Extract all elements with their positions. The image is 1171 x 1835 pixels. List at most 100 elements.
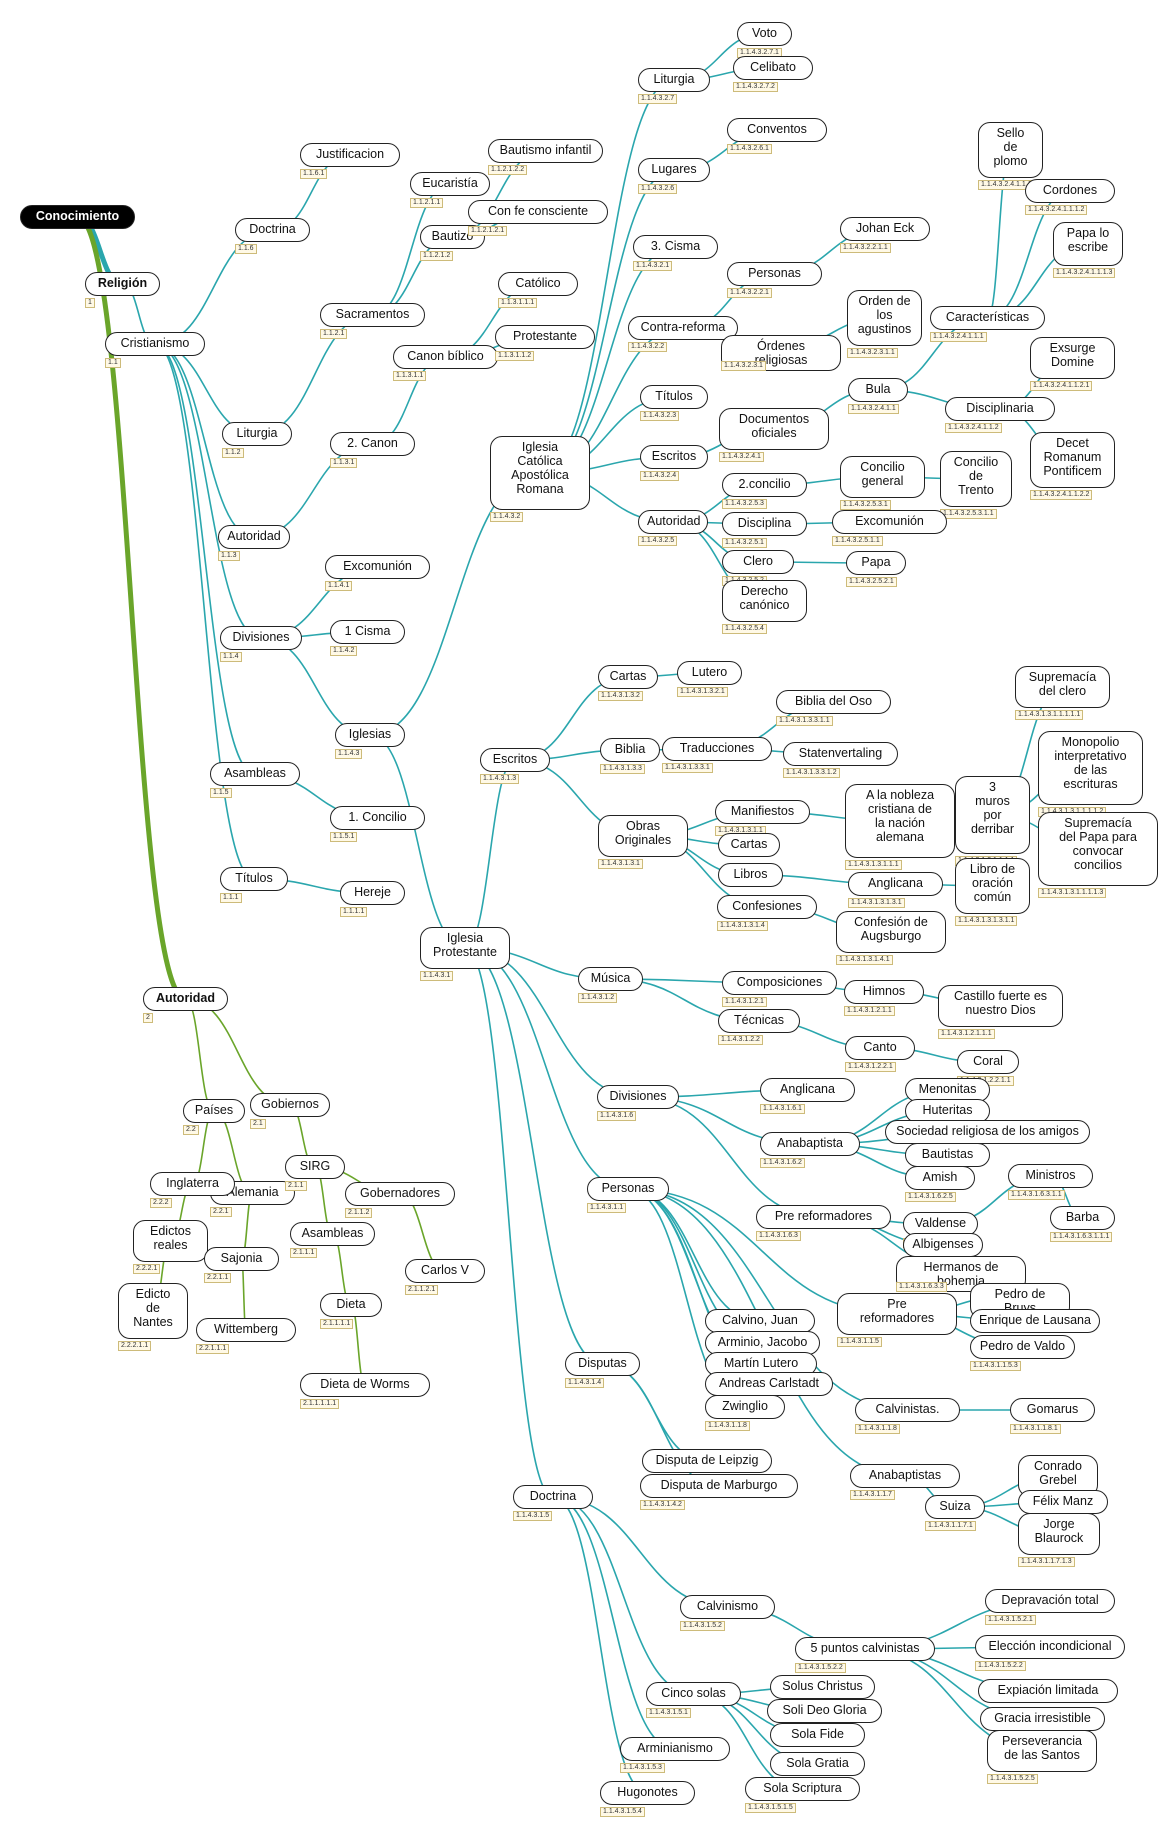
topic-node-rel[interactable]: Religión bbox=[85, 272, 160, 296]
topic-node-lit2[interactable]: Liturgia bbox=[638, 68, 710, 92]
topic-node-cord[interactable]: Cordones bbox=[1025, 179, 1115, 203]
topic-node-cart2[interactable]: Cartas bbox=[718, 833, 780, 857]
topic-node-pais[interactable]: Países bbox=[183, 1099, 245, 1123]
topic-node-div1[interactable]: Divisiones bbox=[220, 626, 302, 650]
topic-node-cinc[interactable]: 5 puntos calvinistas bbox=[795, 1637, 935, 1661]
topic-node-aut1[interactable]: Autoridad bbox=[218, 525, 290, 549]
topic-node-supp[interactable]: Supremacía del Papa para convocar concil… bbox=[1038, 812, 1158, 886]
topic-node-divi[interactable]: Divisiones bbox=[597, 1085, 679, 1109]
topic-node-pers2[interactable]: Personas bbox=[587, 1177, 669, 1201]
topic-node-jbla[interactable]: Jorge Blaurock bbox=[1018, 1513, 1100, 1555]
topic-node-cinso[interactable]: Cinco solas bbox=[646, 1682, 741, 1706]
topic-node-calj[interactable]: Calvino, Juan bbox=[705, 1309, 815, 1333]
topic-node-carl[interactable]: Carlos V bbox=[405, 1259, 485, 1283]
topic-node-canb[interactable]: Canon bíblico bbox=[393, 345, 498, 369]
topic-node-ordr[interactable]: Órdenes religiosas bbox=[721, 335, 841, 371]
topic-node-exsu[interactable]: Exsurge Domine bbox=[1030, 337, 1115, 379]
topic-node-asa1[interactable]: Asambleas bbox=[210, 762, 300, 786]
topic-node-amis[interactable]: Amish bbox=[905, 1166, 975, 1190]
topic-node-docof[interactable]: Documentos oficiales bbox=[719, 408, 829, 450]
topic-node-obor[interactable]: Obras Originales bbox=[598, 815, 688, 857]
topic-node-boso[interactable]: Biblia del Oso bbox=[776, 690, 891, 714]
topic-node-bau[interactable]: Bautizo bbox=[420, 225, 485, 249]
topic-node-bibl[interactable]: Biblia bbox=[600, 738, 660, 762]
topic-node-albi[interactable]: Albigenses bbox=[903, 1233, 983, 1257]
topic-node-ctre[interactable]: Concilio de Trento bbox=[940, 451, 1012, 507]
topic-node-calvi[interactable]: Calvinismo bbox=[680, 1595, 775, 1619]
topic-node-supc[interactable]: Supremacía del clero bbox=[1015, 666, 1110, 708]
topic-node-tit2[interactable]: Títulos bbox=[640, 385, 708, 409]
topic-node-exc1[interactable]: Excomunión bbox=[325, 555, 430, 579]
topic-node-bula[interactable]: Bula bbox=[848, 378, 908, 402]
topic-node-euc[interactable]: Eucaristía bbox=[410, 172, 490, 196]
topic-node-oagu[interactable]: Orden de los agustinos bbox=[847, 290, 922, 346]
topic-node-dece[interactable]: Decet Romanum Pontificem bbox=[1030, 432, 1115, 488]
topic-node-trad[interactable]: Traducciones bbox=[662, 737, 772, 761]
topic-node-lug[interactable]: Lugares bbox=[638, 158, 710, 182]
topic-node-cis1[interactable]: 1 Cisma bbox=[330, 620, 405, 644]
topic-node-auto2[interactable]: Autoridad bbox=[638, 510, 708, 534]
topic-node-disc2[interactable]: Disciplinaria bbox=[945, 397, 1055, 421]
topic-node-depr[interactable]: Depravación total bbox=[985, 1589, 1115, 1613]
topic-node-disc1[interactable]: Disciplina bbox=[722, 512, 807, 536]
topic-node-pers1[interactable]: Personas bbox=[727, 262, 822, 286]
topic-node-pval[interactable]: Pedro de Valdo bbox=[970, 1335, 1075, 1359]
topic-node-baut[interactable]: Bautistas bbox=[905, 1143, 990, 1167]
topic-node-acar[interactable]: Andreas Carlstadt bbox=[705, 1372, 833, 1396]
topic-node-sajo[interactable]: Sajonia bbox=[204, 1247, 279, 1271]
topic-node-anab2[interactable]: Anabaptistas bbox=[850, 1464, 960, 1488]
topic-node-calv2[interactable]: Calvinistas. bbox=[855, 1398, 960, 1422]
topic-node-celi[interactable]: Celibato bbox=[733, 56, 813, 80]
topic-node-lit1[interactable]: Liturgia bbox=[222, 422, 292, 446]
topic-node-esc2[interactable]: Escritos bbox=[480, 748, 550, 772]
topic-node-cat[interactable]: Católico bbox=[498, 272, 578, 296]
topic-node-cant[interactable]: Canto bbox=[845, 1036, 915, 1060]
topic-node-zwin[interactable]: Zwinglio bbox=[705, 1395, 785, 1419]
topic-node-meno[interactable]: Menonitas bbox=[905, 1078, 990, 1102]
topic-node-auto[interactable]: Autoridad bbox=[143, 987, 228, 1011]
topic-node-comp[interactable]: Composiciones bbox=[722, 971, 837, 995]
topic-node-armj[interactable]: Arminio, Jacobo bbox=[705, 1331, 820, 1355]
topic-node-dmar[interactable]: Disputa de Marburgo bbox=[640, 1474, 798, 1498]
topic-node-lora[interactable]: Libro de oración común bbox=[955, 858, 1030, 914]
topic-node-armi[interactable]: Arminianismo bbox=[620, 1737, 730, 1761]
topic-node-asa2[interactable]: Asambleas bbox=[290, 1222, 375, 1246]
topic-node-exc2[interactable]: Excomunión bbox=[832, 510, 947, 534]
topic-node-suiz[interactable]: Suiza bbox=[925, 1495, 985, 1519]
topic-node-icar[interactable]: Iglesia Católica Apostólica Romana bbox=[490, 436, 590, 510]
topic-node-ingl[interactable]: Inglaterra bbox=[150, 1172, 235, 1196]
topic-node-gobe[interactable]: Gobernadores bbox=[345, 1182, 455, 1206]
topic-node-angl2[interactable]: Anglicana bbox=[760, 1078, 855, 1102]
topic-node-goma[interactable]: Gomarus bbox=[1010, 1398, 1095, 1422]
topic-node-tmur[interactable]: 3 muros por derribar bbox=[955, 776, 1030, 854]
topic-node-barb[interactable]: Barba bbox=[1050, 1206, 1115, 1230]
topic-node-edre[interactable]: Edictos reales bbox=[133, 1220, 208, 1262]
topic-node-anob[interactable]: A la nobleza cristiana de la nación alem… bbox=[845, 784, 955, 858]
topic-node-jus[interactable]: Justificacion bbox=[300, 143, 400, 167]
topic-node-angl1[interactable]: Anglicana bbox=[848, 872, 943, 896]
topic-node-cref[interactable]: Contra-reforma bbox=[628, 316, 738, 340]
topic-node-musi[interactable]: Música bbox=[578, 967, 643, 991]
topic-node-conf[interactable]: Confesiones bbox=[717, 895, 817, 919]
topic-node-mini[interactable]: Ministros bbox=[1008, 1164, 1093, 1188]
topic-node-srel[interactable]: Sociedad religiosa de los amigos bbox=[885, 1120, 1090, 1144]
topic-node-caug[interactable]: Confesión de Augsburgo bbox=[836, 911, 946, 953]
topic-node-sola4[interactable]: Sola Gratia bbox=[770, 1752, 865, 1776]
topic-node-expi[interactable]: Expiación limitada bbox=[978, 1679, 1118, 1703]
topic-node-root[interactable]: Conocimiento bbox=[20, 205, 135, 229]
topic-node-sello[interactable]: Sello de plomo bbox=[978, 122, 1043, 178]
topic-node-dwor[interactable]: Dieta de Worms bbox=[300, 1373, 430, 1397]
topic-node-cfc[interactable]: Con fe consciente bbox=[468, 200, 608, 224]
topic-node-papa2[interactable]: Papa lo escribe bbox=[1053, 222, 1123, 266]
topic-node-cgen[interactable]: Concilio general bbox=[840, 456, 925, 498]
topic-node-diet[interactable]: Dieta bbox=[320, 1293, 382, 1317]
topic-node-cis3[interactable]: 3. Cisma bbox=[633, 235, 718, 259]
topic-node-tecn[interactable]: Técnicas bbox=[718, 1009, 800, 1033]
topic-node-grac[interactable]: Gracia irresistible bbox=[980, 1707, 1105, 1731]
topic-node-her[interactable]: Hereje bbox=[340, 881, 405, 905]
topic-node-can2[interactable]: 2. Canon bbox=[330, 432, 415, 456]
topic-node-prer2[interactable]: Pre reformadores bbox=[837, 1293, 957, 1335]
topic-node-cora[interactable]: Coral bbox=[957, 1050, 1019, 1074]
topic-node-sola2[interactable]: Soli Deo Gloria bbox=[767, 1699, 882, 1723]
topic-node-lute1[interactable]: Lutero bbox=[677, 661, 742, 685]
